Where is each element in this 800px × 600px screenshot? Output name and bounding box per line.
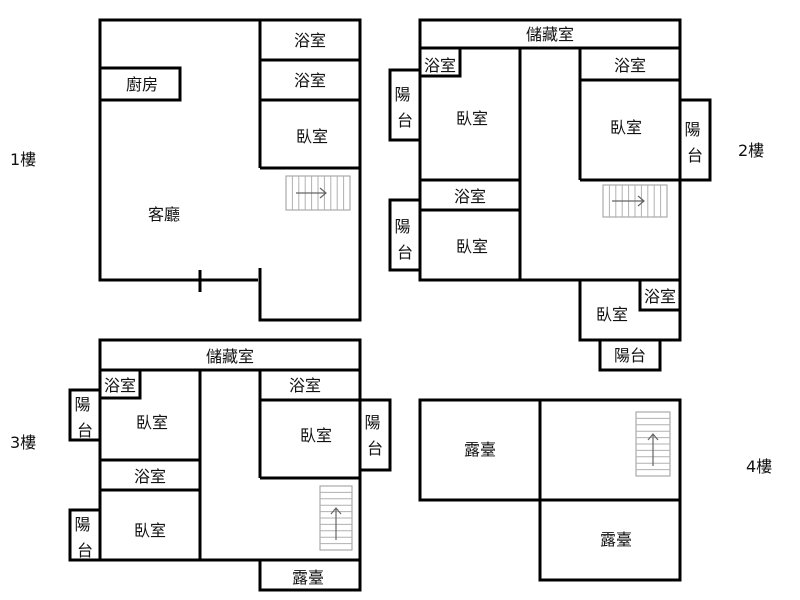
f4-terrace-b-label: 露臺 — [600, 530, 632, 549]
stair-arrow-icon — [647, 433, 659, 466]
f2-balcony-b-room — [598, 338, 662, 372]
floor-2: 儲藏室 浴室 浴室 陽 台 臥室 臥室 陽 台 浴室 陽 台 臥室 浴室 臥室 … — [388, 18, 764, 372]
f3-balcony-l2-text: 陽 — [74, 515, 90, 534]
f3-bath-tl-room — [98, 368, 142, 400]
f2-balcony-r-text: 陽 — [684, 120, 700, 139]
f2-storage-label: 儲藏室 — [526, 25, 574, 44]
floor-3: 儲藏室 浴室 浴室 陽 台 臥室 臥室 陽 台 浴室 陽 台 臥室 露臺 3樓 — [10, 338, 392, 592]
f4-staircase — [635, 411, 671, 477]
f3-balcony-l1-room — [68, 388, 102, 442]
stair-arrow-icon — [612, 195, 645, 207]
f2-balcony-r-label: 陽 台 — [684, 120, 705, 165]
f2-bedroom-r-label: 臥室 — [610, 118, 642, 137]
f2-bath-tl-label: 浴室 — [424, 56, 456, 75]
f4-terrace-a-label: 露臺 — [464, 440, 496, 459]
vertical-label-char: 台 — [687, 146, 703, 165]
f1-kitchen-label: 廚房 — [126, 75, 158, 94]
vertical-label-char: 台 — [367, 439, 383, 458]
vertical-label-char: 台 — [397, 111, 413, 130]
f2-staircase — [602, 184, 668, 218]
f2-balcony-l2-text: 陽 — [394, 217, 410, 236]
floor-4-label: 4樓 — [746, 457, 772, 476]
f1-living-label: 客廳 — [148, 205, 180, 224]
f1-bedroom-label: 臥室 — [296, 127, 328, 146]
f2-balcony-l2-room — [388, 198, 422, 272]
vertical-label-char: 台 — [77, 421, 93, 440]
f2-bath-br-room — [638, 278, 682, 312]
f3-balcony-l1-label: 陽 台 — [74, 395, 95, 440]
f3-bath-mid-label: 浴室 — [134, 467, 166, 486]
f3-bath-tl-label: 浴室 — [104, 376, 136, 395]
floor-2-label: 2樓 — [738, 141, 764, 160]
f4-outer-wall — [418, 398, 682, 582]
f1-outer-wall — [98, 18, 362, 322]
f3-balcony-r-label: 陽 台 — [364, 413, 385, 458]
f2-balcony-l1-text: 陽 — [394, 85, 410, 104]
floor-4: 露臺 露臺 4樓 — [418, 398, 772, 582]
floor-1-label: 1樓 — [10, 150, 36, 169]
f2-bath-tr-label: 浴室 — [614, 56, 646, 75]
f3-bedroom-bl-label: 臥室 — [134, 521, 166, 540]
f1-bath-b-label: 浴室 — [294, 71, 326, 90]
f2-balcony-l2-label: 陽 台 — [394, 217, 415, 262]
f2-balcony-l1-label: 陽 台 — [394, 85, 415, 130]
f2-bedroom-br-label: 臥室 — [596, 305, 628, 324]
f3-terrace-label: 露臺 — [292, 568, 324, 587]
stair-arrow-icon — [296, 187, 327, 199]
f3-balcony-l2-label: 陽 台 — [74, 515, 95, 560]
f2-balcony-b-label: 陽台 — [614, 346, 646, 365]
f3-staircase — [319, 485, 353, 551]
f2-bath-br-label: 浴室 — [644, 287, 676, 306]
f3-terrace-room — [258, 558, 362, 592]
f3-bedroom-r-label: 臥室 — [300, 426, 332, 445]
f2-balcony-l1-room — [388, 68, 422, 142]
f3-bath-tr-label: 浴室 — [289, 376, 321, 395]
f3-bedroom-l-label: 臥室 — [136, 413, 168, 432]
f2-bedroom-l-label: 臥室 — [456, 109, 488, 128]
f2-balcony-r-room — [678, 98, 712, 182]
f3-balcony-r-text: 陽 — [364, 413, 380, 432]
f2-bath-mid-label: 浴室 — [454, 187, 486, 206]
f3-storage-label: 儲藏室 — [206, 347, 254, 366]
f3-balcony-r-room — [358, 398, 392, 472]
vertical-label-char: 台 — [397, 243, 413, 262]
vertical-label-char: 台 — [77, 541, 93, 560]
f1-bath-a-label: 浴室 — [294, 31, 326, 50]
f3-balcony-l1-text: 陽 — [74, 395, 90, 414]
floor-3-label: 3樓 — [10, 433, 36, 452]
f1-kitchen-room — [98, 66, 182, 102]
stair-arrow-icon — [330, 507, 342, 540]
floor-1: 浴室 浴室 廚房 臥室 客廳 1樓 — [10, 18, 362, 322]
f2-bedroom-bl-label: 臥室 — [456, 237, 488, 256]
f1-staircase — [285, 175, 351, 211]
f3-balcony-l2-room — [68, 508, 102, 562]
f2-bath-tl-room — [418, 46, 462, 78]
